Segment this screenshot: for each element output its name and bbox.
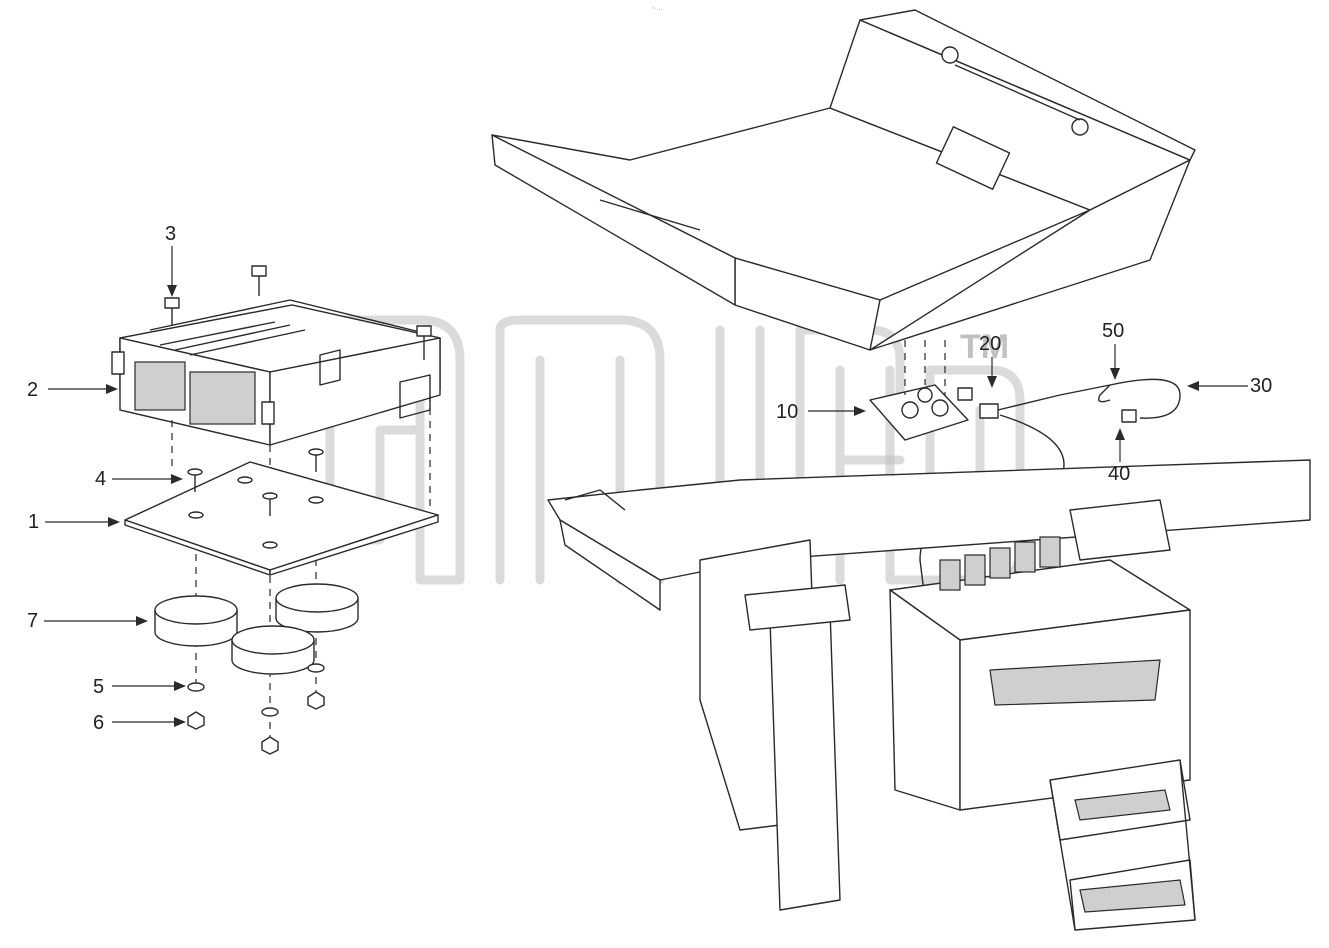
chassis-frame <box>547 459 1311 911</box>
callout-1: 1 <box>28 511 40 533</box>
callout-5: 5 <box>93 676 105 698</box>
callout-7: 7 <box>27 610 39 632</box>
callout-30: 30 <box>1250 375 1273 397</box>
assembly-dashed-lines <box>171 395 431 740</box>
mounting-plate <box>124 461 439 576</box>
cab-floor-panel <box>491 9 1196 351</box>
ecu-module <box>111 299 441 446</box>
header-mark: ~ ... <box>652 6 663 12</box>
callout-4: 4 <box>95 468 107 490</box>
screw-set <box>187 448 324 516</box>
callout-10: 10 <box>776 401 799 423</box>
callout-20: 20 <box>979 333 1002 355</box>
callout-6: 6 <box>93 712 105 734</box>
switch-bracket <box>869 340 969 441</box>
callout-arrows <box>44 246 1248 727</box>
battery-step-box <box>889 536 1196 931</box>
washer-nut-set <box>187 663 325 755</box>
callout-50: 50 <box>1102 320 1125 342</box>
bolt-set <box>164 265 432 360</box>
watermark-trademark: TM <box>960 328 1009 366</box>
callout-2: 2 <box>27 379 39 401</box>
callout-3: 3 <box>165 223 177 245</box>
callout-40: 40 <box>1108 463 1131 485</box>
damper-set <box>154 583 359 675</box>
